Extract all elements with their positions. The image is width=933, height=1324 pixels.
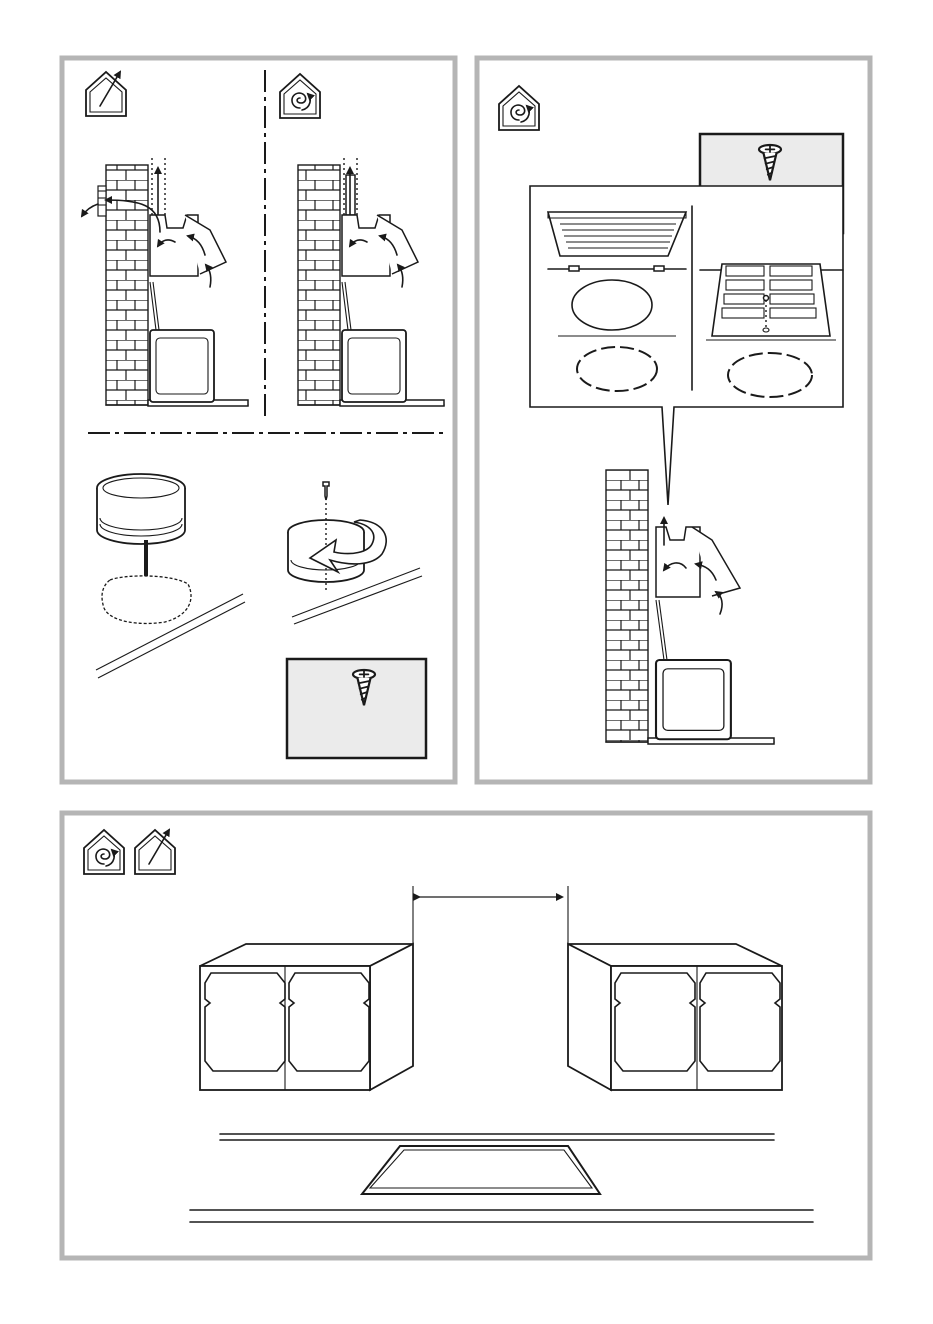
right-wall-cabinet bbox=[568, 944, 782, 1090]
hob-surface bbox=[362, 1146, 600, 1194]
left-wall-cabinet bbox=[200, 944, 413, 1090]
panel-ducted-recirc-install bbox=[62, 58, 455, 782]
panel-recirculation-filter bbox=[477, 58, 870, 782]
panel-cabinet-spacing bbox=[62, 813, 870, 1258]
screw-detail-box bbox=[287, 659, 426, 758]
